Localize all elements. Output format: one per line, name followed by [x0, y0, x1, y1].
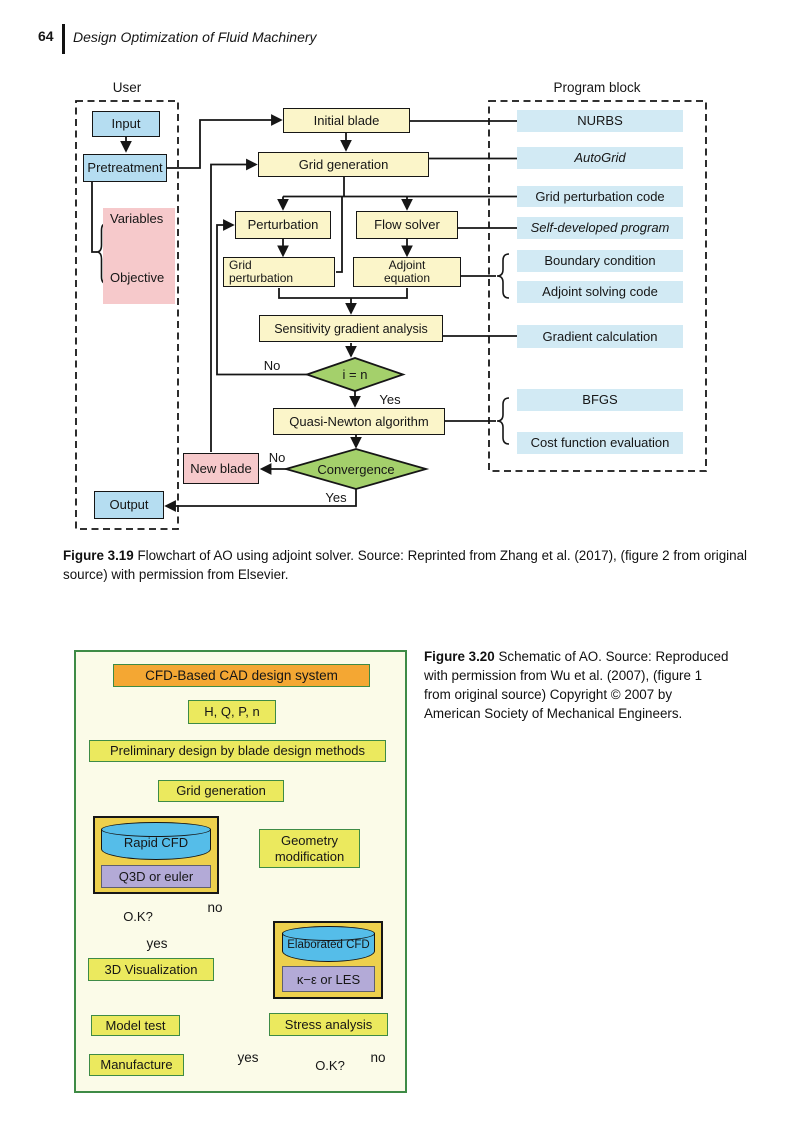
node-grid-perturbation: Grid perturbation: [223, 257, 335, 287]
page-number: 64: [38, 28, 54, 44]
iteration-check-diamond: [304, 357, 406, 392]
node-grid-generation: Grid generation: [258, 152, 429, 177]
node-cad-system: CFD-Based CAD design system: [113, 664, 370, 687]
edge-new-blade-grid-generation: [210, 158, 258, 452]
program-block-boundary-condition: Boundary condition: [517, 250, 683, 272]
node-flow-solver: Flow solver: [356, 211, 458, 239]
node-rapid-cfd: Rapid CFD: [123, 835, 189, 850]
node-geometry-modification: Geometry modification: [259, 829, 360, 868]
label-convergence: Convergence: [317, 462, 395, 477]
program-block-adjoint-solving-code: Adjoint solving code: [517, 281, 683, 303]
node-visualization: 3D Visualization: [88, 958, 214, 981]
figure-3-19-caption-text: Flowchart of AO using adjoint solver. So…: [63, 548, 748, 582]
edge-convergence-yes-output: [164, 489, 357, 512]
program-block-grid-perturbation-code: Grid perturbation code: [517, 186, 683, 207]
running-title: Design Optimization of Fluid Machinery: [73, 29, 317, 45]
convergence-diamond: [282, 448, 430, 490]
node-pretreatment: Pretreatment: [83, 154, 167, 182]
figure-3-19-caption-label: Figure 3.19: [63, 548, 134, 563]
node-parameters: H, Q, P, n: [188, 700, 276, 724]
program-block-dashed-frame: [488, 100, 707, 472]
elaborated-cfd-cylinder: Elaborated CFD: [282, 926, 375, 962]
edge-label-iteration-yes: Yes: [379, 392, 401, 407]
edge-iteration-no-perturbation: [216, 219, 307, 376]
program-block-self-developed-program: Self-developed program: [517, 217, 683, 239]
node-sensitivity-gradient-analysis: Sensitivity gradient analysis: [259, 315, 443, 342]
edge-label-iteration-no: No: [263, 358, 281, 373]
bfgs-cost-brace: [496, 397, 510, 445]
node-quasi-newton-algorithm: Quasi-Newton algorithm: [273, 408, 445, 435]
node-elaborated-cfd: Elaborated CFD: [287, 939, 370, 951]
node-grid-generation-2: Grid generation: [158, 780, 284, 802]
node-turbulence: κ−ε or LES: [282, 966, 375, 992]
label-objective: Objective: [110, 270, 165, 285]
edge-label-convergence-no: No: [268, 450, 286, 465]
variables-objective-brace: [96, 222, 109, 285]
node-input: Input: [92, 111, 160, 137]
rapid-cfd-cylinder: Rapid CFD: [101, 822, 211, 860]
figure-3-20-caption: Figure 3.20 Schematic of AO. Source: Rep…: [424, 647, 729, 723]
edge-label-convergence-yes: Yes: [325, 490, 347, 505]
user-column-label: User: [112, 80, 142, 95]
program-block-cost-function-evaluation: Cost function evaluation: [517, 432, 683, 454]
edge-label-ok1-yes: yes: [146, 936, 168, 951]
label-ok-check-1: O.K?: [123, 909, 153, 924]
label-ok-check-2: O.K?: [315, 1058, 345, 1073]
edge-pretreatment-initial-blade: [167, 114, 283, 169]
node-stress-analysis: Stress analysis: [269, 1013, 388, 1036]
node-initial-blade: Initial blade: [283, 108, 410, 133]
program-block-nurbs: NURBS: [517, 110, 683, 132]
figure-3-20-caption-text: Schematic of AO. Source: Reproduced with…: [424, 649, 729, 721]
node-q3d-euler: Q3D or euler: [101, 865, 211, 888]
program-block-column-label: Program block: [553, 80, 641, 95]
label-iteration-check: i = n: [342, 367, 368, 382]
edge-label-ok1-no: no: [207, 900, 223, 915]
program-block-autogrid: AutoGrid: [517, 147, 683, 169]
node-output: Output: [94, 491, 164, 519]
node-adjoint-equation: Adjoint equation: [353, 257, 461, 287]
header-divider: [62, 24, 65, 54]
node-new-blade: New blade: [183, 453, 259, 484]
figure-3-20-caption-label: Figure 3.20: [424, 649, 495, 664]
node-model-test: Model test: [91, 1015, 180, 1036]
program-block-gradient-calculation: Gradient calculation: [517, 325, 683, 348]
edge-pretreatment-variables-brace: [91, 182, 97, 253]
variables-objective-panel: [103, 208, 175, 304]
edge-label-ok2-yes: yes: [237, 1050, 259, 1065]
label-variables: Variables: [110, 211, 164, 226]
edge-join-line: [278, 288, 408, 299]
figure-3-19-caption: Figure 3.19 Flowchart of AO using adjoin…: [63, 546, 755, 584]
edge-label-ok2-no: no: [370, 1050, 386, 1065]
node-manufacture: Manufacture: [89, 1054, 184, 1076]
edge-grid-perturbation-code-link: [336, 196, 343, 273]
boundary-adjoint-brace: [496, 253, 510, 299]
node-perturbation: Perturbation: [235, 211, 331, 239]
program-block-bfgs: BFGS: [517, 389, 683, 411]
node-preliminary-design: Preliminary design by blade design metho…: [89, 740, 386, 762]
user-dashed-frame: [75, 100, 179, 530]
